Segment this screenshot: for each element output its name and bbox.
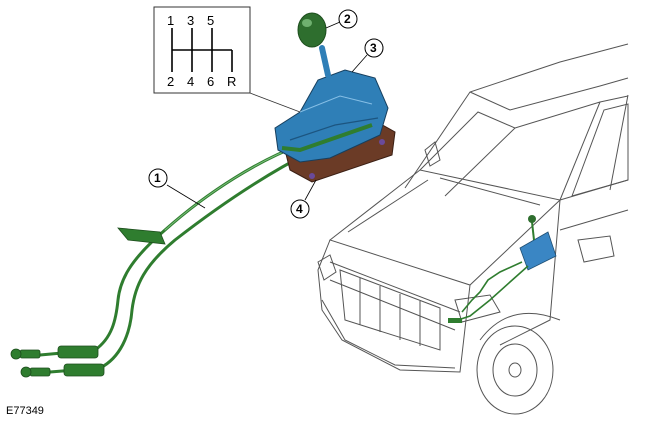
- shift-pattern-box: 1 3 5 2 4 6 R: [153, 6, 251, 94]
- callout-4: [290, 199, 310, 219]
- shift-label-r: R: [227, 74, 236, 89]
- cable-bracket: [117, 227, 166, 245]
- shift-label-6: 6: [207, 74, 214, 89]
- callout-2-label: 2: [344, 12, 351, 26]
- shift-label-2: 2: [167, 74, 174, 89]
- shift-box-leader: [249, 92, 301, 113]
- callout-3: [364, 38, 384, 58]
- callout-1-label: 1: [154, 171, 161, 185]
- shift-label-5: 5: [207, 13, 214, 28]
- gear-cables: [38, 143, 312, 374]
- callout-4-label: 4: [296, 202, 303, 216]
- vehicle-shifter-location: [448, 215, 557, 323]
- callouts: 1 2 3 4: [148, 9, 384, 219]
- shift-label-3: 3: [187, 13, 194, 28]
- callout-2: [338, 9, 358, 29]
- gear-lever: [297, 12, 331, 78]
- figure-id: E77349: [6, 405, 44, 417]
- shift-label-4: 4: [187, 74, 194, 89]
- vehicle-outline: [317, 43, 629, 415]
- cable-end-fittings: [10, 345, 105, 378]
- callout-3-label: 3: [370, 41, 377, 55]
- shift-label-1: 1: [167, 13, 174, 28]
- callout-1: [148, 168, 168, 188]
- gear-lever-housing: [274, 69, 389, 163]
- gear-knob: [297, 12, 327, 48]
